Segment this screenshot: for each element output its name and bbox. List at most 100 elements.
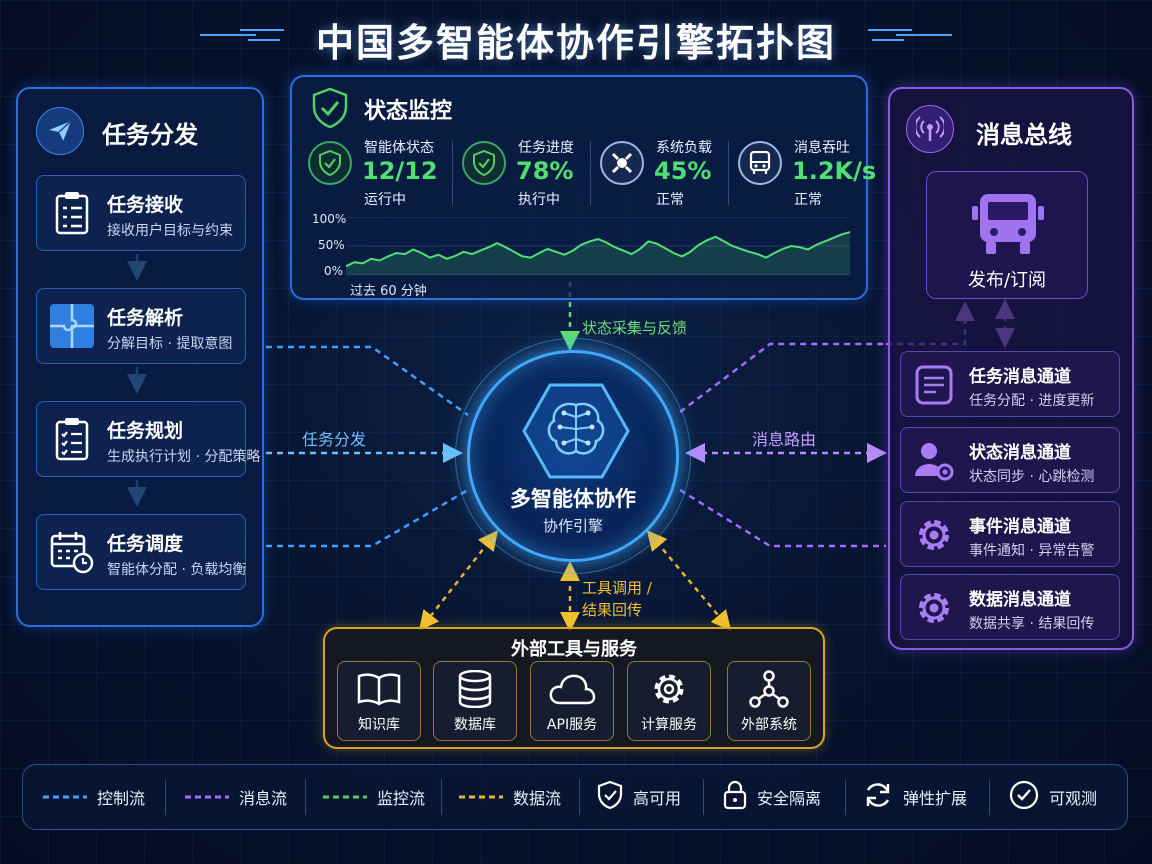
channel-data[interactable]: 数据消息通道 数据共享 · 结果回传 [900, 574, 1120, 640]
tool-name: 数据库 [454, 717, 496, 733]
stat-divider [452, 141, 453, 205]
task-step-desc: 接收用户目标与约束 [107, 223, 233, 239]
task-step-plan[interactable]: 任务规划 生成执行计划 · 分配策略 [36, 401, 260, 477]
flow-label-tool-call: 工具调用 / [582, 579, 652, 597]
chart-caption: 过去 60 分钟 [350, 284, 427, 299]
channel-name: 状态消息通道 [969, 443, 1071, 463]
tool-name: 外部系统 [741, 717, 797, 733]
stat-value: 78% [516, 157, 574, 185]
task-step-parse[interactable]: 任务解析 分解目标 · 提取意图 [36, 288, 246, 364]
legend-label: 可观测 [1049, 789, 1098, 808]
legend-item-elastic-scaling: 弹性扩展 [863, 765, 967, 829]
task-step-name: 任务接收 [107, 194, 184, 216]
engine-outer-ring [455, 338, 691, 574]
pubsub-box[interactable]: 发布/订阅 [926, 171, 1088, 299]
legend-bar: 控制流 消息流 监控流 数据流 高可用 安全隔离 弹性扩展 [22, 764, 1128, 830]
shield-check-icon [310, 87, 350, 133]
clipboard-icon [49, 188, 95, 238]
task-step-schedule[interactable]: 任务调度 智能体分配 · 负载均衡 [36, 514, 246, 590]
task-step-name: 任务规划 [107, 420, 184, 442]
refresh-icon [863, 780, 893, 814]
legend-divider [845, 779, 846, 815]
paper-plane-icon [36, 107, 84, 155]
gear-icon [911, 585, 957, 631]
legend-divider [305, 779, 306, 815]
stat-task-progress: 任务进度 78% 执行中 [462, 135, 592, 211]
stat-label: 任务进度 [518, 140, 574, 156]
check-circle-icon [1009, 780, 1039, 814]
stat-sub: 执行中 [518, 192, 560, 208]
channel-name: 数据消息通道 [969, 590, 1071, 610]
tools-panel-title: 外部工具与服务 [511, 639, 637, 660]
collaboration-engine[interactable]: 多智能体协作 协作引擎 [467, 350, 679, 562]
channel-status[interactable]: 状态消息通道 状态同步 · 心跳检测 [900, 427, 1120, 493]
stat-value: 45% [654, 157, 712, 185]
title-deco-left [200, 29, 284, 41]
title-deco-right [868, 29, 952, 41]
tool-name: 知识库 [358, 717, 400, 733]
legend-divider [579, 779, 580, 815]
legend-item-high-availability: 高可用 [597, 765, 681, 829]
gear-icon [628, 670, 710, 708]
tool-api-service[interactable]: API服务 [530, 661, 614, 741]
engine-subtitle: 协作引擎 [542, 517, 603, 535]
channel-task[interactable]: 任务消息通道 任务分配 · 进度更新 [900, 351, 1120, 417]
stat-value: 12/12 [362, 157, 438, 185]
task-step-desc: 智能体分配 · 负载均衡 [107, 562, 247, 578]
task-step-receive[interactable]: 任务接收 接收用户目标与约束 [36, 175, 246, 251]
tool-external-system[interactable]: 外部系统 [727, 661, 811, 741]
chart-area-fill [346, 232, 850, 275]
checklist-icon [49, 414, 95, 464]
channel-event[interactable]: 事件消息通道 事件通知 · 异常告警 [900, 501, 1120, 567]
chart-y-tick: 100% [312, 212, 347, 226]
legend-label: 弹性扩展 [903, 789, 968, 808]
task-dispatch-panel: 任务分发 任务接收 接收用户目标与约束 任务解析 分解目标 · 提取意图 任务规… [16, 87, 264, 627]
task-panel-title: 任务分发 [102, 121, 198, 149]
flow-label-status-feedback: 状态采集与反馈 [582, 319, 688, 337]
tool-name: 计算服务 [641, 717, 697, 733]
channel-desc: 任务分配 · 进度更新 [969, 393, 1095, 409]
stat-label: 系统负载 [656, 140, 712, 156]
legend-label: 数据流 [513, 789, 562, 808]
channel-name: 事件消息通道 [969, 517, 1071, 537]
legend-item-security-isolation: 安全隔离 [723, 765, 821, 829]
book-icon [338, 670, 420, 708]
legend-label: 控制流 [97, 789, 146, 808]
flow-label-message-routing: 消息路由 [752, 430, 817, 449]
page-title: 中国多智能体协作引擎拓扑图 [315, 21, 836, 65]
task-step-desc: 生成执行计划 · 分配策略 [107, 449, 261, 465]
message-doc-icon [911, 362, 957, 408]
monitor-panel-title: 状态监控 [364, 99, 453, 124]
legend-item-data-flow: 数据流 [459, 765, 561, 829]
stat-sub: 运行中 [364, 192, 406, 208]
legend-divider [441, 779, 442, 815]
tool-knowledge-base[interactable]: 知识库 [337, 661, 421, 741]
legend-label: 监控流 [377, 789, 426, 808]
external-tools-panel: 外部工具与服务 知识库 数据库 API服务 计算服务 外部系统 [323, 627, 825, 749]
network-icon [728, 670, 810, 708]
legend-divider [989, 779, 990, 815]
legend-item-message-flow: 消息流 [185, 765, 287, 829]
task-step-desc: 分解目标 · 提取意图 [107, 336, 233, 352]
channel-desc: 数据共享 · 结果回传 [969, 616, 1095, 632]
bus-icon [970, 192, 1046, 260]
legend-label: 高可用 [633, 789, 682, 808]
legend-item-monitor-flow: 监控流 [323, 765, 425, 829]
flow-label-result-return: 结果回传 [582, 601, 643, 619]
message-bus-panel: 消息总线 发布/订阅 任务消息通道 任务分配 · 进度更新 状态消息通道 状态同… [888, 87, 1134, 650]
database-icon [434, 670, 516, 708]
pubsub-label: 发布/订阅 [967, 270, 1047, 291]
tool-name: API服务 [546, 717, 598, 733]
stat-sub: 正常 [656, 192, 684, 208]
shield-check-icon [597, 780, 623, 814]
tool-database[interactable]: 数据库 [433, 661, 517, 741]
puzzle-icon [49, 301, 95, 351]
chart-y-tick: 50% [318, 238, 345, 252]
load-icon [600, 141, 644, 185]
brain-hex-icon [522, 383, 630, 479]
channel-desc: 状态同步 · 心跳检测 [969, 469, 1095, 485]
stat-value: 1.2K/s [792, 157, 877, 185]
user-gear-icon [911, 438, 957, 484]
tool-compute-service[interactable]: 计算服务 [627, 661, 711, 741]
stat-divider [728, 141, 729, 205]
